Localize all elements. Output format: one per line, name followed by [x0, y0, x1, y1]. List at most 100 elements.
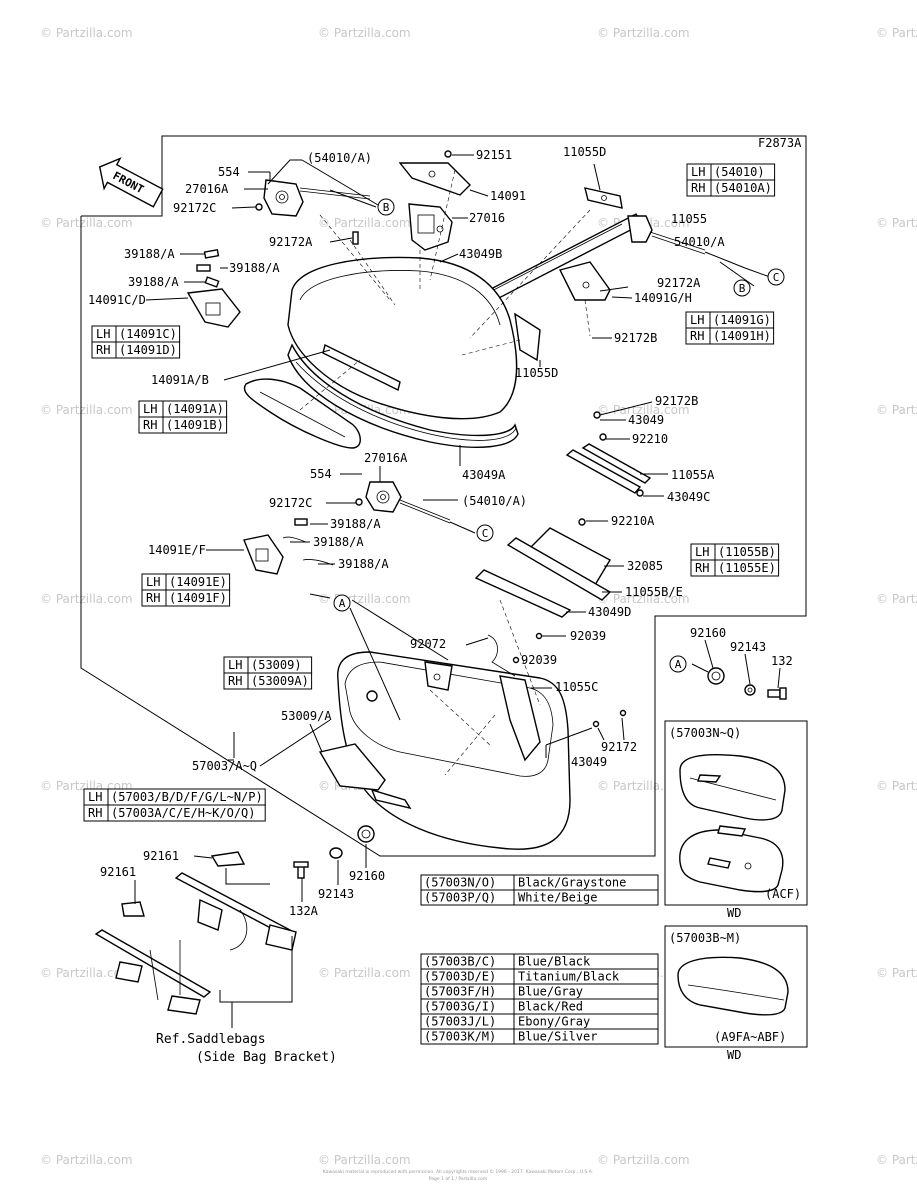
part-label: 92160	[690, 626, 726, 640]
part-code: (11055B)	[718, 545, 776, 559]
inset-top-caption: WD	[727, 906, 741, 920]
part-label: 27016A	[364, 451, 408, 465]
part-code: (14091A)	[166, 402, 224, 416]
side-label: RH	[146, 591, 160, 605]
part-label: 92039	[570, 629, 606, 643]
table-cell	[247, 672, 313, 690]
watermark-text: © Partzilla.com	[318, 26, 411, 40]
watermark-text: © Partzilla.com	[876, 216, 917, 230]
figure-code: F2873A	[758, 136, 802, 150]
color-code: (57003B/C)	[424, 955, 496, 969]
watermark-text: © Partzilla.com	[318, 592, 411, 606]
inset-57003B-M: (57003B~M) (A9FA~ABF) WD	[664, 925, 808, 1062]
part-label: (54010/A)	[307, 151, 372, 165]
gasket-43049A	[295, 361, 517, 441]
part-code: (53009A)	[251, 674, 309, 688]
side-label: LH	[146, 575, 160, 589]
part-label: 43049	[571, 755, 607, 769]
inset-top-title: (57003N~Q)	[669, 726, 741, 740]
bracket-11055D	[584, 187, 623, 209]
part-code: (54010)	[714, 165, 765, 179]
watermark-text: © Partzilla.com	[876, 592, 917, 606]
side-label: LH	[695, 545, 709, 559]
part-label: 27016	[469, 211, 505, 225]
part-label: 92172C	[173, 201, 216, 215]
color-tables: (57003N/O)Black/Graystone(57003P/Q)White…	[420, 874, 659, 1045]
side-label: LH	[96, 327, 110, 341]
watermark-text: © Partzilla.com	[876, 779, 917, 793]
part-label: 92151	[476, 148, 512, 162]
ref-circle	[733, 279, 751, 297]
part-label: 132	[771, 654, 793, 668]
ref-circle	[333, 594, 351, 612]
part-label: 11055	[671, 212, 707, 226]
parts-artwork	[94, 150, 787, 1015]
part-label: 27016A	[185, 182, 229, 196]
latch-27016	[408, 203, 453, 251]
part-label: 92172	[601, 740, 637, 754]
watermark-text: © Partzilla.com	[597, 592, 690, 606]
color-code: (57003K/M)	[424, 1030, 496, 1044]
ref-circle	[476, 524, 494, 542]
part-label: 92143	[730, 640, 766, 654]
side-label: RH	[228, 674, 242, 688]
color-name: Ebony/Gray	[518, 1015, 590, 1029]
part-label: 14091G/H	[634, 291, 692, 305]
side-label: LH	[690, 313, 704, 327]
part-code: (53009)	[251, 658, 302, 672]
part-label: 92172A	[657, 276, 701, 290]
hinge-11055C-2	[499, 675, 541, 762]
side-bag-bracket	[94, 851, 297, 1015]
part-label: 43049B	[459, 247, 502, 261]
part-code: (54010A)	[714, 181, 772, 195]
part-label: 54010/A	[674, 235, 725, 249]
ref-saddlebags: Ref.Saddlebags	[156, 1032, 266, 1047]
table-cell	[513, 889, 659, 906]
trim-14091A	[243, 378, 361, 449]
part-label: 92210	[632, 432, 668, 446]
part-code: (14091C)	[119, 327, 177, 341]
part-label: 14091E/F	[148, 543, 206, 557]
part-label: 11055D	[563, 145, 606, 159]
watermark-text: © Partzilla.com	[40, 966, 133, 980]
part-label: 32085	[627, 559, 663, 573]
part-label: 39188/A	[229, 261, 280, 275]
ref-circle-letter: C	[773, 271, 780, 284]
leader-lines	[134, 154, 781, 1028]
part-label: 57003/A~Q	[192, 759, 257, 773]
ref-circle	[767, 268, 785, 286]
lock-27016A-lower	[365, 481, 402, 513]
part-label: 11055C	[555, 680, 598, 694]
cover-14091E	[243, 534, 284, 575]
color-name: Titanium/Black	[518, 970, 620, 984]
pad-53009	[318, 743, 386, 791]
inset-bottom-caption: WD	[727, 1048, 741, 1062]
ref-circle-letter: B	[383, 201, 390, 214]
watermark-text: © Partzilla.com	[40, 592, 133, 606]
color-name: White/Beige	[518, 891, 597, 905]
part-label: 11055A	[671, 468, 715, 482]
part-label: 14091	[490, 189, 526, 203]
ref-circle-letter: A	[339, 597, 346, 610]
table-cell	[709, 327, 775, 345]
watermark-text: © Partzilla.com	[318, 966, 411, 980]
part-label: 92172B	[655, 394, 698, 408]
table-cell	[162, 416, 228, 434]
part-label: 11055D	[515, 366, 558, 380]
watermark-text: © Partzilla.com	[876, 26, 917, 40]
part-label: 43049C	[667, 490, 710, 504]
part-label: 92172A	[269, 235, 313, 249]
inset-bottom-tag: (A9FA~ABF)	[714, 1030, 786, 1044]
front-arrow: FRONT	[98, 157, 164, 208]
part-label: 92160	[349, 869, 385, 883]
ref-circle	[377, 198, 395, 216]
watermark-text: © Partzilla.com	[597, 403, 690, 417]
table-cell	[115, 341, 181, 359]
watermark-text: © Partzilla.com	[597, 26, 690, 40]
lock-27016A	[263, 179, 304, 217]
side-label: RH	[690, 329, 704, 343]
part-code: (14091H)	[713, 329, 771, 343]
part-label: 92161	[100, 865, 136, 879]
side-label: RH	[96, 343, 110, 357]
watermark-text: © Partzilla.com	[318, 1153, 411, 1167]
